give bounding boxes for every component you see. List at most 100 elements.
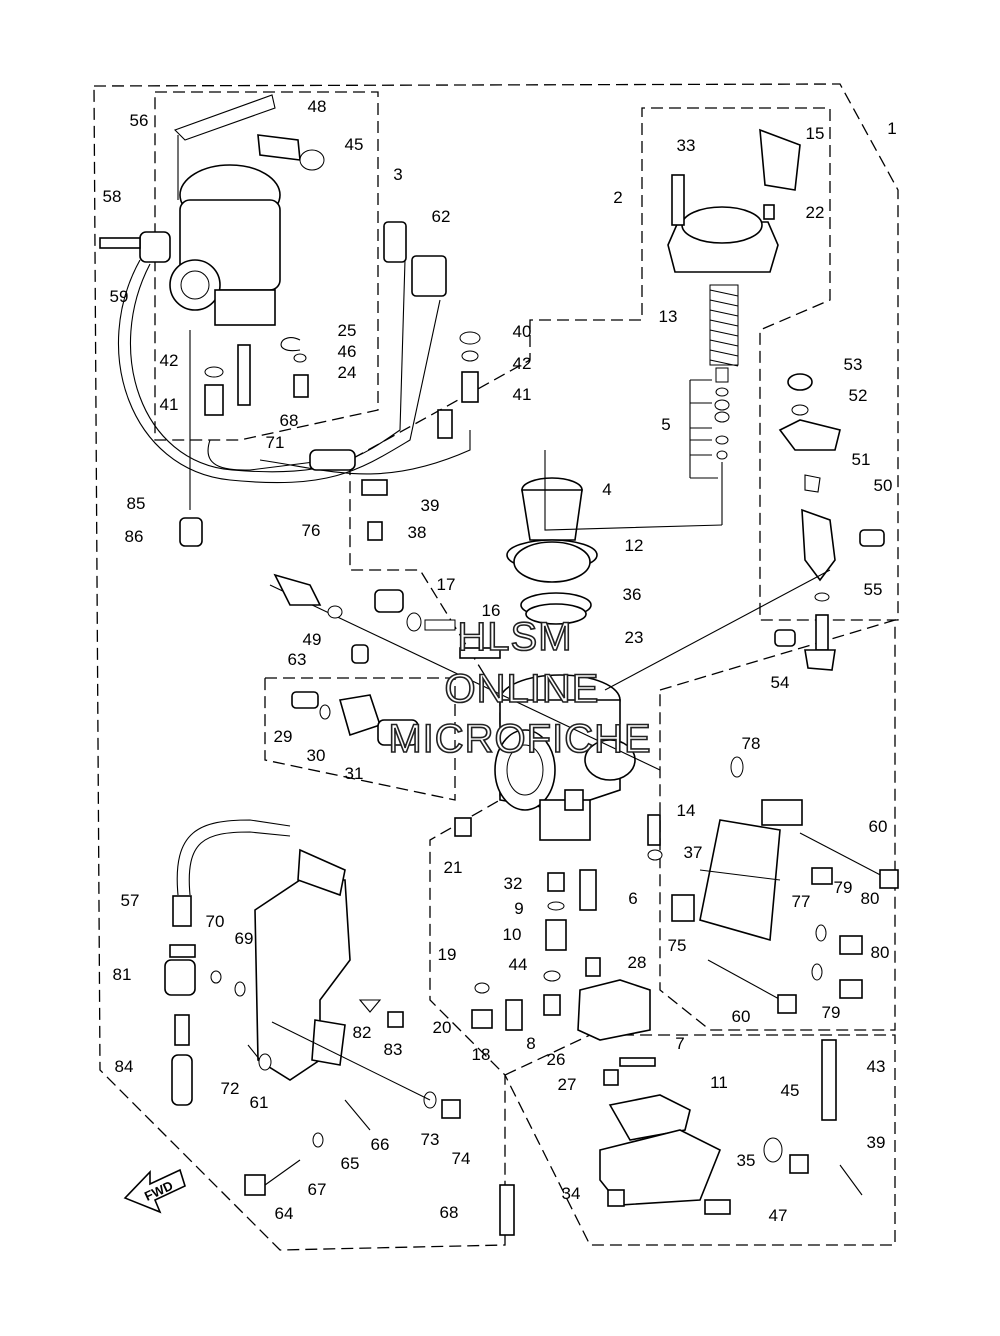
callout-73: 73	[421, 1130, 440, 1149]
callout-59: 59	[110, 287, 129, 306]
callout-62: 62	[432, 207, 451, 226]
fitting-41	[461, 371, 479, 403]
callout-36: 36	[623, 585, 642, 604]
callout-79: 79	[834, 878, 853, 897]
callout-45: 45	[781, 1081, 800, 1100]
callout-77: 77	[792, 892, 811, 911]
callout-3: 3	[393, 165, 402, 184]
watermark-line-1: HLSM	[457, 615, 572, 659]
callout-42: 42	[513, 354, 532, 373]
callout-1: 1	[887, 119, 896, 138]
callout-11: 11	[710, 1073, 728, 1092]
callout-84: 84	[115, 1057, 134, 1076]
callout-44: 44	[509, 955, 528, 974]
callout-18: 18	[472, 1045, 491, 1064]
upper-left-box	[154, 91, 379, 441]
callout-53: 53	[844, 355, 863, 374]
callout-52: 52	[849, 386, 868, 405]
watermark-line-2: ONLINE	[445, 667, 600, 711]
vent-hose-3	[259, 430, 471, 475]
callout-5: 5	[661, 415, 670, 434]
callout-55: 55	[864, 580, 883, 599]
callout-68: 68	[440, 1203, 459, 1222]
watermark-line-3: MICROFICHE	[388, 717, 651, 761]
callout-45: 45	[345, 135, 364, 154]
callout-43: 43	[867, 1057, 886, 1076]
callout-42: 42	[160, 351, 179, 370]
callout-75: 75	[668, 936, 687, 955]
lower-right-box	[504, 1034, 896, 1246]
callout-25: 25	[338, 321, 357, 340]
callout-56: 56	[130, 111, 149, 130]
callout-61: 61	[250, 1093, 269, 1112]
callout-54: 54	[771, 673, 790, 692]
callout-33: 33	[677, 136, 696, 155]
callout-51: 51	[852, 450, 871, 469]
callout-50: 50	[874, 476, 893, 495]
callout-63: 63	[288, 650, 307, 669]
callout-82: 82	[353, 1023, 372, 1042]
hose-clamp-71	[309, 449, 356, 471]
callout-23: 23	[625, 628, 644, 647]
callout-64: 64	[275, 1204, 294, 1223]
callout-24: 24	[338, 363, 357, 382]
callout-80: 80	[871, 943, 890, 962]
lower-left-assembly	[164, 819, 515, 1236]
callout-14: 14	[677, 801, 696, 820]
callout-80: 80	[861, 889, 880, 908]
callout-37: 37	[684, 843, 703, 862]
right-middle-box	[659, 619, 896, 1031]
callout-16: 16	[482, 601, 501, 620]
mounting-bracket	[671, 756, 899, 1014]
callout-21: 21	[444, 858, 463, 877]
callout-29: 29	[274, 727, 293, 746]
callout-7: 7	[675, 1034, 684, 1053]
callout-39: 39	[867, 1133, 886, 1152]
callout-31: 31	[345, 764, 364, 783]
fwd-arrow	[123, 1168, 186, 1214]
callout-79: 79	[822, 1003, 841, 1022]
callout-13: 13	[659, 307, 678, 326]
carburetor-mini	[99, 94, 331, 547]
small-left-box	[264, 677, 456, 801]
callout-20: 20	[433, 1018, 452, 1037]
callout-47: 47	[769, 1206, 788, 1225]
callout-76: 76	[302, 521, 321, 540]
callout-41: 41	[513, 385, 532, 404]
callout-65: 65	[341, 1154, 360, 1173]
washer-40	[459, 331, 481, 345]
callout-60: 60	[869, 817, 888, 836]
callout-85: 85	[127, 494, 146, 513]
callout-35: 35	[737, 1151, 756, 1170]
lever-assembly	[604, 373, 885, 691]
callout-81: 81	[113, 965, 132, 984]
callout-27: 27	[558, 1075, 577, 1094]
screw-38	[367, 521, 383, 541]
callout-71: 71	[266, 433, 285, 452]
callout-32: 32	[504, 874, 523, 893]
callout-28: 28	[628, 953, 647, 972]
callout-19: 19	[438, 945, 457, 964]
callout-70: 70	[206, 912, 225, 931]
piston-diaphragm	[506, 477, 598, 625]
callout-60: 60	[732, 1007, 751, 1026]
callout-layer: 1234567891011121314151617181920212223242…	[103, 97, 897, 1225]
callout-41: 41	[160, 395, 179, 414]
callout-17: 17	[437, 575, 456, 594]
hose-connector-62	[411, 255, 447, 297]
top-cover-assembly	[667, 128, 801, 525]
callout-78: 78	[742, 734, 761, 753]
callout-10: 10	[503, 925, 522, 944]
jet-set	[454, 814, 663, 1031]
callout-8: 8	[526, 1034, 535, 1053]
needle-guide-line	[544, 450, 723, 531]
hose-connector-left	[383, 221, 407, 263]
callout-9: 9	[514, 899, 523, 918]
callout-68: 68	[280, 411, 299, 430]
spring-13	[709, 284, 739, 367]
clip-39	[361, 479, 388, 496]
callout-39: 39	[421, 496, 440, 515]
callout-38: 38	[408, 523, 427, 542]
